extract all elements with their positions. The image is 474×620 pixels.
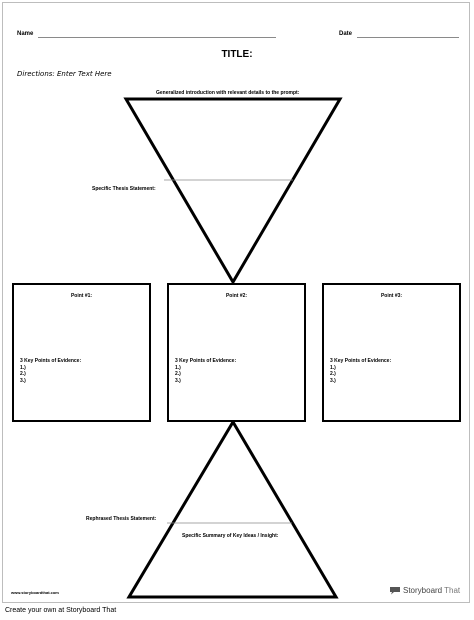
evidence-item-3: 3.) xyxy=(330,377,336,384)
evidence-item-1: 1.) xyxy=(175,364,181,371)
name-line xyxy=(38,37,276,38)
evidence-label: 3 Key Points of Evidence: xyxy=(330,358,392,364)
evidence-label: 3 Key Points of Evidence: xyxy=(20,358,82,364)
page-title: TITLE: xyxy=(221,49,253,60)
intro-label: Generalized introduction with relevant d… xyxy=(156,90,300,96)
date-line xyxy=(357,37,459,38)
evidence-label: 3 Key Points of Evidence: xyxy=(175,358,237,364)
rephrased-label: Rephrased Thesis Statement: xyxy=(86,516,157,522)
point-box-3[interactable]: Point #3: 3 Key Points of Evidence: 1.) … xyxy=(322,283,461,422)
point-box-2[interactable]: Point #2: 3 Key Points of Evidence: 1.) … xyxy=(167,283,306,422)
intro-funnel-triangle xyxy=(123,97,343,285)
point-title: Point #1: xyxy=(70,293,93,299)
summary-label: Specific Summary of Key Ideas / Insight: xyxy=(182,533,279,539)
name-label: Name xyxy=(17,31,34,37)
evidence-item-1: 1.) xyxy=(330,364,336,371)
conclusion-pyramid-triangle xyxy=(126,419,339,599)
evidence-item-2: 2.) xyxy=(330,371,336,377)
evidence-item-3: 3.) xyxy=(175,377,181,384)
evidence-item-2: 2.) xyxy=(175,371,181,377)
evidence-block: 3 Key Points of Evidence: 1.) 2.) 3.) xyxy=(330,358,391,384)
point-title: Point #3: xyxy=(380,293,403,299)
thesis-label: Specific Thesis Statement: xyxy=(92,186,156,192)
directions-text: Directions: Enter Text Here xyxy=(17,70,112,78)
footer-url[interactable]: www.storyboardthat.com xyxy=(11,590,59,595)
point-box-1[interactable]: Point #1: 3 Key Points of Evidence: 1.) … xyxy=(12,283,151,422)
brand-main: Storyboard xyxy=(403,586,443,595)
speech-bubble-icon xyxy=(390,587,400,595)
evidence-item-1: 1.) xyxy=(20,364,26,371)
evidence-item-3: 3.) xyxy=(20,377,26,384)
evidence-block: 3 Key Points of Evidence: 1.) 2.) 3.) xyxy=(175,358,236,384)
create-your-own-link[interactable]: Create your own at Storyboard That xyxy=(5,607,117,614)
brand-suffix: That xyxy=(444,586,461,595)
point-title: Point #2: xyxy=(225,293,248,299)
evidence-block: 3 Key Points of Evidence: 1.) 2.) 3.) xyxy=(20,358,81,384)
date-label: Date xyxy=(339,31,353,37)
evidence-item-2: 2.) xyxy=(20,371,26,377)
